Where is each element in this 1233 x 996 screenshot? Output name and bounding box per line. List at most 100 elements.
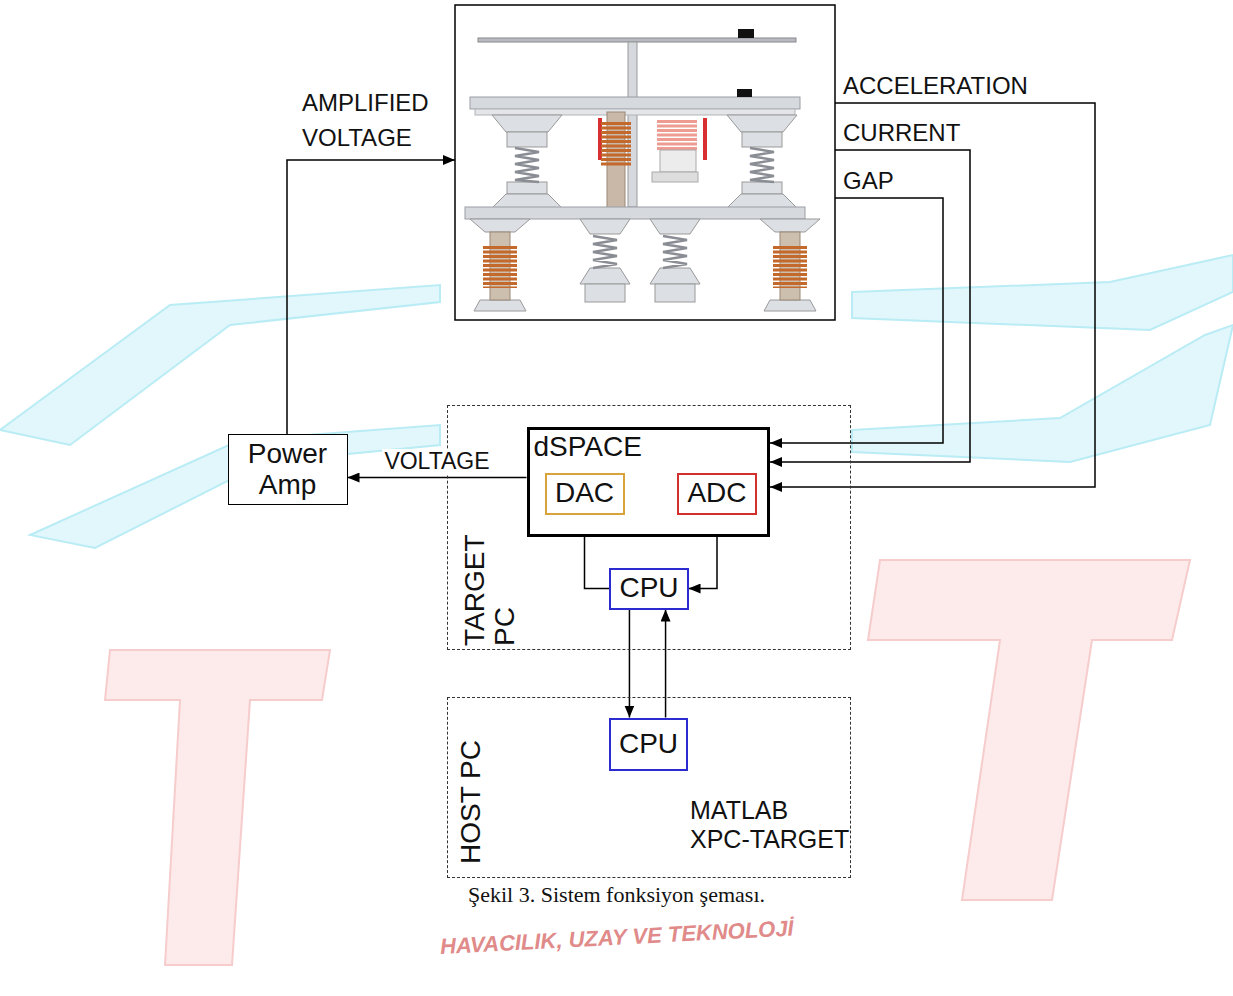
watermark-letter <box>105 560 1190 965</box>
top-disk <box>478 38 796 42</box>
lower-post <box>773 246 807 288</box>
block-label: Power Amp <box>235 439 341 501</box>
signal-arrow <box>665 610 667 718</box>
signal-wire <box>770 198 943 443</box>
signal-wire <box>287 160 455 437</box>
signal-arrow <box>585 515 610 589</box>
lower-plate <box>465 207 805 219</box>
actuator <box>598 112 707 209</box>
actuator <box>657 120 697 150</box>
spring-mount <box>492 115 797 208</box>
signal-wire <box>287 103 1095 487</box>
block-label: ADC <box>687 478 746 509</box>
lower-mount <box>655 284 695 302</box>
spring <box>663 236 687 268</box>
signal-label: GAP <box>843 167 894 195</box>
label-holder: HAVACILIK, UZAY VE TEKNOLOJİ <box>439 915 794 959</box>
signal-wire <box>770 103 1095 487</box>
spring <box>515 148 539 182</box>
lower-mount <box>580 219 630 234</box>
top-disk <box>478 29 796 42</box>
block-label: DAC <box>555 478 614 509</box>
adc-block: ADC <box>677 473 756 515</box>
lower-post <box>490 232 510 300</box>
cpu-block: CPU <box>609 568 688 610</box>
watermark-wing <box>852 325 1233 462</box>
actuator <box>703 118 707 160</box>
lower-mount <box>470 219 530 232</box>
group-label: MATLAB XPC-TARGET <box>690 796 852 854</box>
label-holder: CURRENT <box>843 119 960 147</box>
signal-arrow <box>348 477 527 479</box>
signal-label: CURRENT <box>843 119 960 147</box>
signal-label: AMPLIFIED VOLTAGE <box>302 86 452 156</box>
block-label: CPU <box>619 729 678 760</box>
spring-mount <box>492 115 562 132</box>
label-holder: AMPLIFIED VOLTAGE <box>302 86 452 156</box>
upper-plate <box>470 89 800 115</box>
spring-mount <box>742 182 782 194</box>
watermark-wing <box>0 285 440 445</box>
upper-plate <box>475 109 795 115</box>
spring-mount <box>742 132 782 147</box>
lower-mount <box>650 219 700 234</box>
spring <box>750 148 774 182</box>
watermark-wing <box>852 255 1233 330</box>
target-pc-group: TARGET PC dSPACE DAC ADC CPU <box>447 405 851 650</box>
amplifier-box: Power Amp <box>228 434 348 505</box>
spring <box>593 236 617 268</box>
label-holder: TARGET PC <box>460 526 520 646</box>
lower-mount <box>760 219 820 232</box>
watermark-wing <box>30 425 440 548</box>
lower-mount <box>650 268 700 284</box>
lower-mount <box>580 268 630 284</box>
board-label: dSPACE <box>530 430 646 465</box>
actuator <box>601 122 631 166</box>
watermark-letter <box>105 650 330 965</box>
spring-mount <box>727 115 797 132</box>
host-pc-group: HOST PC MATLAB XPC-TARGET CPU <box>447 697 851 878</box>
lower-post <box>483 246 517 288</box>
lower-mount <box>764 300 816 311</box>
rig-frame <box>455 5 835 320</box>
signal-label: ACCELERATION <box>843 72 1028 100</box>
spring-mount <box>507 182 547 194</box>
group-label: HOST PC <box>456 704 486 864</box>
dac-block: DAC <box>545 473 625 515</box>
lower-post <box>490 232 800 300</box>
lower-mount <box>470 219 820 311</box>
spring-mount <box>492 194 562 208</box>
watermark-text: HAVACILIK, UZAY VE TEKNOLOJİ <box>439 915 794 959</box>
watermark-wing <box>0 255 1233 548</box>
watermark-letter <box>868 560 1190 900</box>
actuator <box>652 172 698 182</box>
lower-post <box>780 232 800 300</box>
signal-label: VOLTAGE <box>382 449 491 474</box>
spring <box>515 148 774 182</box>
signal-wire <box>770 150 970 462</box>
signal-arrow <box>689 515 717 589</box>
dspace-board: dSPACE DAC ADC <box>527 427 770 537</box>
top-disk <box>738 29 754 38</box>
spring-mount <box>727 194 797 208</box>
cpu-block: CPU <box>609 718 688 771</box>
label-holder: HOST PC <box>456 704 486 864</box>
group-label: TARGET PC <box>460 526 520 646</box>
actuator <box>660 150 696 172</box>
label-holder: ACCELERATION <box>843 72 1028 100</box>
signal-arrow <box>629 610 631 718</box>
label-holder: VOLTAGE <box>382 449 491 474</box>
upper-plate <box>737 89 752 97</box>
label-holder: GAP <box>843 167 894 195</box>
lower-mount <box>474 300 526 311</box>
lower-plate <box>465 207 805 219</box>
caption-holder: Şekil 3. Sistem fonksiyon şeması. <box>0 882 1233 908</box>
lower-mount <box>585 284 625 302</box>
spring <box>593 236 687 268</box>
block-label: CPU <box>619 573 678 604</box>
figure-caption: Şekil 3. Sistem fonksiyon şeması. <box>465 882 768 907</box>
spring-mount <box>507 132 547 147</box>
